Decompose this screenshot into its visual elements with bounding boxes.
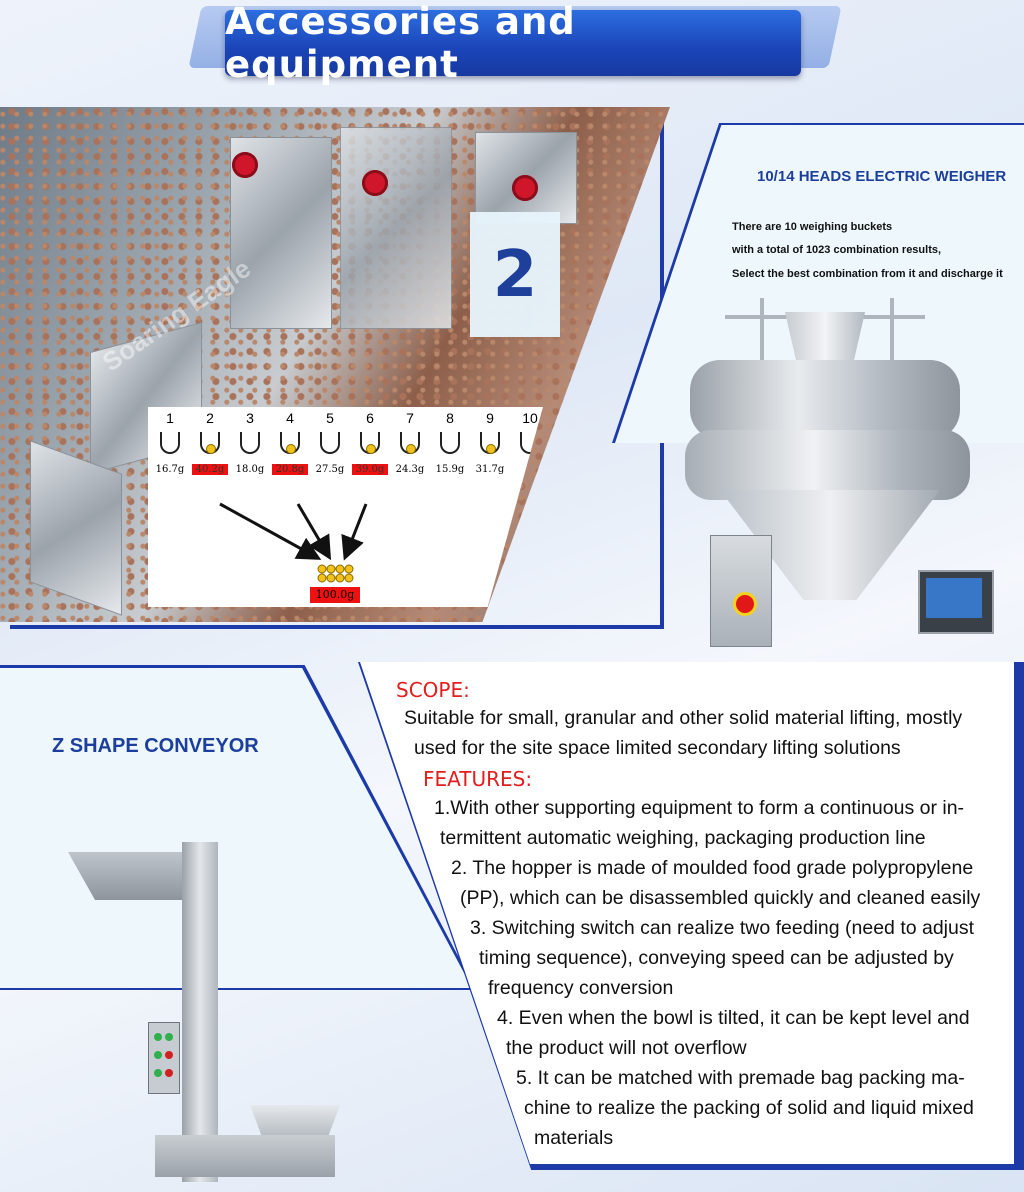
product-ball-icon: [206, 444, 216, 454]
bucket-weight: 40.2g: [192, 464, 228, 475]
feature-line: termittent automatic weighing, packaging…: [440, 827, 926, 849]
bucket-number: 8: [446, 410, 454, 426]
bucket-number: 6: [366, 410, 374, 426]
result-weight: 100.0g: [310, 587, 360, 603]
feature-line: frequency conversion: [488, 977, 674, 999]
feature-line: 3. Switching switch can realize two feed…: [470, 917, 975, 939]
bucket-number: 2: [206, 410, 214, 426]
emergency-stop-icon: [733, 592, 757, 616]
bucket-cup-icon: [160, 432, 180, 454]
bucket-cup-icon: [440, 432, 460, 454]
feature-line: materials: [534, 1127, 614, 1149]
bucket-weight: 31.7g: [475, 464, 505, 475]
feature-line: the product will not overflow: [506, 1037, 747, 1059]
feature-line: chine to realize the packing of solid an…: [524, 1097, 974, 1119]
indicator-light-icon: [154, 1051, 162, 1059]
scope-text-line: Suitable for small, granular and other s…: [404, 707, 963, 729]
weigher-title: 10/14 HEADS ELECTRIC WEIGHER: [757, 168, 1007, 185]
scope-text-line: used for the site space limited secondar…: [414, 737, 901, 759]
conveyor-base: [155, 1135, 335, 1177]
feature-line: 5. It can be matched with premade bag pa…: [516, 1067, 965, 1089]
section-number: 2: [492, 237, 538, 312]
features-heading: FEATURES:: [423, 767, 533, 791]
conveyor-title: Z SHAPE CONVEYOR: [52, 735, 259, 757]
machine-upper-ring: [690, 360, 960, 440]
combination-diagram: 1 16.7g 2 40.2g 3 18.0g 4 20.8g 5 27.5g 6 39.0g 7 24.…: [148, 407, 543, 607]
feature-line: (PP), which can be disassembled quickly …: [460, 887, 981, 909]
feature-line: timing sequence), conveying speed can be…: [479, 947, 954, 969]
machine-post: [760, 298, 764, 368]
red-knob: [362, 170, 388, 196]
arrow-line: [296, 503, 332, 561]
diagram-arrows: [219, 502, 368, 561]
indicator-light-icon: [154, 1069, 162, 1077]
feature-line: 4. Even when the bowl is tilted, it can …: [497, 1007, 970, 1029]
hopper-shape: [340, 127, 452, 329]
bucket-weight: 15.9g: [435, 464, 465, 475]
bucket-number: 5: [326, 410, 334, 426]
indicator-light-icon: [165, 1051, 173, 1059]
conveyor-column: [182, 842, 218, 1182]
bucket-number: 4: [286, 410, 294, 426]
bucket-cup-icon: [320, 432, 340, 454]
feature-line: 1.With other supporting equipment to for…: [434, 797, 965, 819]
bucket-number: 10: [522, 410, 538, 426]
weigher-desc-line: with a total of 1023 combination results…: [732, 244, 942, 256]
scope-heading: SCOPE:: [396, 678, 470, 702]
product-ball-icon: [486, 444, 496, 454]
title-banner: Accessories and equipment: [225, 0, 801, 86]
indicator-light-icon: [165, 1033, 173, 1041]
bucket-number: 7: [406, 410, 414, 426]
touch-screen-display: [926, 578, 982, 618]
machine-control-box: [710, 535, 772, 647]
product-ball-icon: [406, 444, 416, 454]
product-ball-icon: [286, 444, 296, 454]
bucket-number: 3: [246, 410, 254, 426]
feature-line: 2. The hopper is made of moulded food gr…: [451, 857, 974, 879]
weigher-desc-line: Select the best combination from it and …: [732, 268, 1003, 280]
bucket-number: 9: [486, 410, 494, 426]
arrow-line: [341, 503, 368, 561]
red-knob: [232, 152, 258, 178]
bucket-number: 1: [166, 410, 174, 426]
arrow-line: [219, 502, 322, 560]
indicator-light-icon: [165, 1069, 173, 1077]
bucket-weight: 39.0g: [352, 464, 388, 475]
conveyor-control-box: [148, 1022, 180, 1094]
bucket-weight: 16.7g: [155, 464, 185, 475]
bucket-weight: 20.8g: [272, 464, 308, 475]
bucket-cup-icon: [240, 432, 260, 454]
product-ball-icon: [366, 444, 376, 454]
machine-post: [890, 298, 894, 368]
machine-lower-ring: [685, 430, 970, 500]
red-knob: [512, 175, 538, 201]
page-title: Accessories and equipment: [225, 0, 576, 86]
collected-balls: [317, 564, 354, 583]
bucket-weight: 24.3g: [395, 464, 425, 475]
weigher-desc-line: There are 10 weighing buckets: [732, 221, 893, 233]
bucket-weight: 18.0g: [235, 464, 265, 475]
bucket-weight: 27.5g: [315, 464, 345, 475]
section-number-badge: 2: [470, 212, 560, 337]
indicator-light-icon: [154, 1033, 162, 1041]
